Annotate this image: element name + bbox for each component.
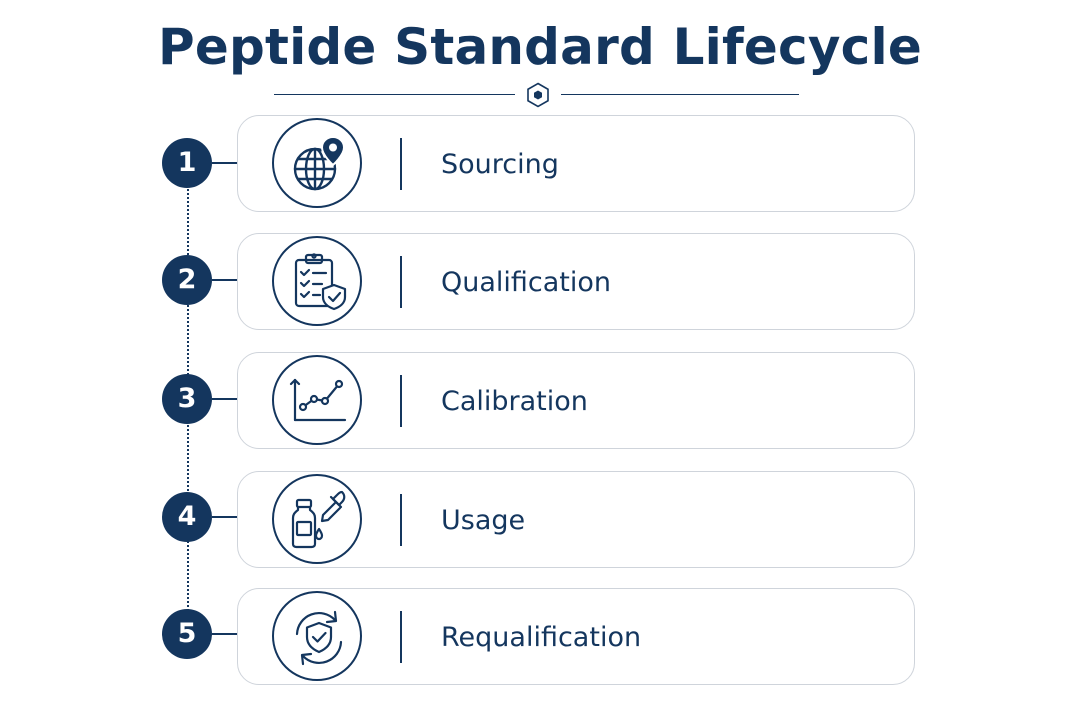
- step-icon-circle: [272, 118, 362, 208]
- card-separator: [400, 375, 402, 427]
- step-icon-circle: [272, 591, 362, 681]
- step-row-5: 5 Requalification: [0, 588, 1080, 688]
- step-card[interactable]: Calibration: [237, 352, 915, 449]
- step-connector: [212, 162, 238, 164]
- step-label: Usage: [441, 505, 526, 536]
- card-separator: [400, 256, 402, 308]
- step-row-1: 1 Sourcing: [0, 115, 1080, 215]
- hexagon-icon: [527, 82, 549, 108]
- step-row-4: 4 Usage: [0, 471, 1080, 571]
- step-connector: [212, 633, 238, 635]
- line-chart-icon: [289, 378, 347, 422]
- step-label: Calibration: [441, 386, 588, 417]
- step-label: Sourcing: [441, 149, 559, 180]
- shield-refresh-icon: [295, 610, 343, 666]
- step-icon-circle: [272, 236, 362, 326]
- step-icon-circle: [272, 474, 362, 564]
- vial-dropper-icon: [291, 490, 346, 549]
- divider-line-right: [561, 94, 799, 95]
- step-label: Qualification: [441, 267, 612, 298]
- divider-line-left: [274, 94, 515, 95]
- card-separator: [400, 611, 402, 663]
- step-number-badge: 2: [162, 255, 212, 305]
- card-separator: [400, 494, 402, 546]
- title-divider: [274, 82, 799, 108]
- step-connector: [212, 279, 238, 281]
- step-number-badge: 3: [162, 374, 212, 424]
- step-row-2: 2 Qualification: [0, 233, 1080, 333]
- step-card[interactable]: Qualification: [237, 233, 915, 330]
- step-number-badge: 4: [162, 492, 212, 542]
- step-connector: [212, 398, 238, 400]
- step-icon-circle: [272, 355, 362, 445]
- step-card[interactable]: Requalification: [237, 588, 915, 685]
- step-row-3: 3 Calibration: [0, 352, 1080, 452]
- step-connector: [212, 516, 238, 518]
- clipboard-checklist-shield-icon: [294, 253, 347, 311]
- step-number-badge: 1: [162, 138, 212, 188]
- step-card[interactable]: Usage: [237, 471, 915, 568]
- step-number-badge: 5: [162, 609, 212, 659]
- step-card[interactable]: Sourcing: [237, 115, 915, 212]
- globe-location-pin-icon: [293, 135, 346, 191]
- page-title: Peptide Standard Lifecycle: [158, 18, 922, 76]
- step-label: Requalification: [441, 622, 642, 653]
- card-separator: [400, 138, 402, 190]
